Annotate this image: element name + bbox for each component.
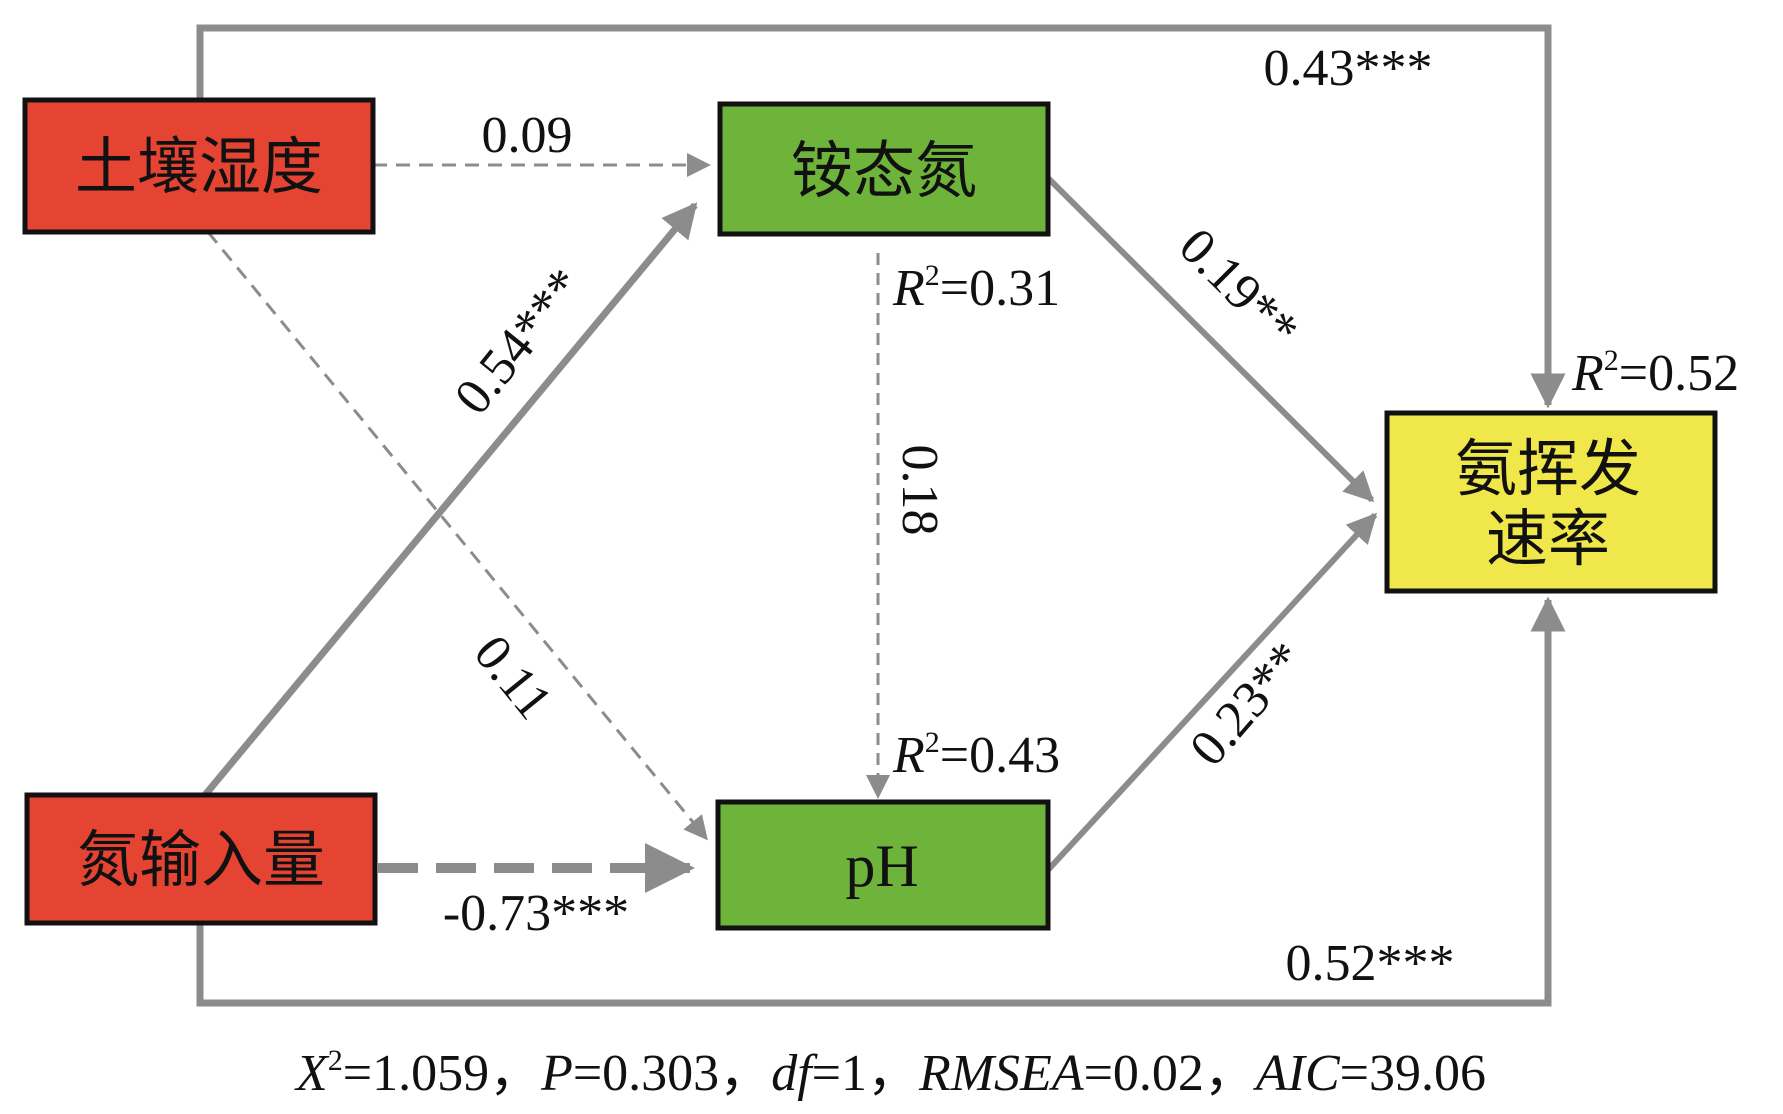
coef-ammonium-to-volatilization: 0.19**: [1168, 218, 1309, 359]
r2-ammonium-symbol: R: [892, 260, 925, 317]
fit-aic-label: AIC: [1253, 1045, 1341, 1102]
r2-volatilization-value: =0.52: [1619, 345, 1739, 402]
r2-ph-sup: 2: [925, 726, 940, 759]
arrow-soil-to-ph: [206, 231, 708, 841]
fit-df-label: df: [771, 1045, 818, 1102]
node-soil-moisture: 土壤湿度: [22, 97, 376, 235]
arrow-ammonium-to-volatilization: [1045, 175, 1375, 503]
arrow-nitrogen-to-volatilization: [196, 596, 1566, 1007]
fit-p-value: =0.303，: [573, 1045, 771, 1102]
arrow-ph-to-volatilization: [1045, 512, 1378, 873]
r2-ph-symbol: R: [892, 727, 925, 784]
r2-volatilization-sup: 2: [1604, 344, 1619, 377]
arrow-soil-to-volatilization: [196, 24, 1566, 409]
fit-p-label: P: [540, 1045, 573, 1102]
coef-nitrogen-to-ph: -0.73***: [443, 885, 629, 942]
coef-soil-to-ammonium: 0.09: [482, 107, 573, 164]
r2-volatilization-symbol: R: [1571, 345, 1604, 402]
r2-volatilization: R2=0.52: [1571, 344, 1739, 402]
fit-aic-value: =39.06: [1340, 1045, 1486, 1102]
fit-rmsea-label: RMSEA: [918, 1045, 1084, 1102]
coef-soil-to-volatilization: 0.43***: [1264, 40, 1433, 97]
node-volatilization-box: [1384, 410, 1718, 594]
node-volatilization: 氨挥发 速率: [1384, 410, 1718, 594]
node-ph: pH: [715, 799, 1051, 931]
node-ammonium: 铵态氮: [717, 101, 1051, 237]
coef-soil-to-ph: 0.11: [463, 625, 563, 730]
arrow-nitrogen-to-ammonium: [202, 202, 698, 798]
node-ammonium-box: [717, 101, 1051, 237]
node-ph-box: [715, 799, 1051, 931]
node-nitrogen-input-box: [24, 792, 378, 926]
node-ph-label: pH: [845, 833, 918, 899]
coef-nitrogen-to-ammonium: 0.54***: [444, 258, 595, 425]
r2-ammonium-sup: 2: [925, 259, 940, 292]
fit-rmsea-value: =0.02，: [1084, 1045, 1256, 1102]
fit-chi-value: =1.059，: [343, 1045, 541, 1102]
fit-df-value: =1，: [812, 1045, 919, 1102]
node-nitrogen-input-label: 氮输入量: [77, 823, 325, 896]
r2-ph: R2=0.43: [892, 726, 1060, 784]
fit-chi-sup: 2: [328, 1044, 343, 1077]
coef-ammonium-to-ph: 0.18: [891, 445, 948, 536]
node-volatilization-label-line2: 速率: [1486, 502, 1610, 575]
node-nitrogen-input: 氮输入量: [24, 792, 378, 926]
r2-ammonium-value: =0.31: [940, 260, 1060, 317]
node-soil-moisture-box: [22, 97, 376, 235]
fit-chi-label: X: [294, 1045, 330, 1102]
node-ammonium-label: 铵态氮: [791, 134, 977, 207]
fit-statistics: X2=1.059，P=0.303，df=1，RMSEA=0.02，AIC=39.…: [294, 1044, 1486, 1102]
node-soil-moisture-label: 土壤湿度: [75, 130, 323, 203]
r2-ph-value: =0.43: [940, 727, 1060, 784]
r2-ammonium: R2=0.31: [892, 259, 1060, 317]
coef-nitrogen-to-volatilization: 0.52***: [1286, 935, 1455, 992]
node-volatilization-label-line1: 氨挥发: [1455, 432, 1641, 505]
